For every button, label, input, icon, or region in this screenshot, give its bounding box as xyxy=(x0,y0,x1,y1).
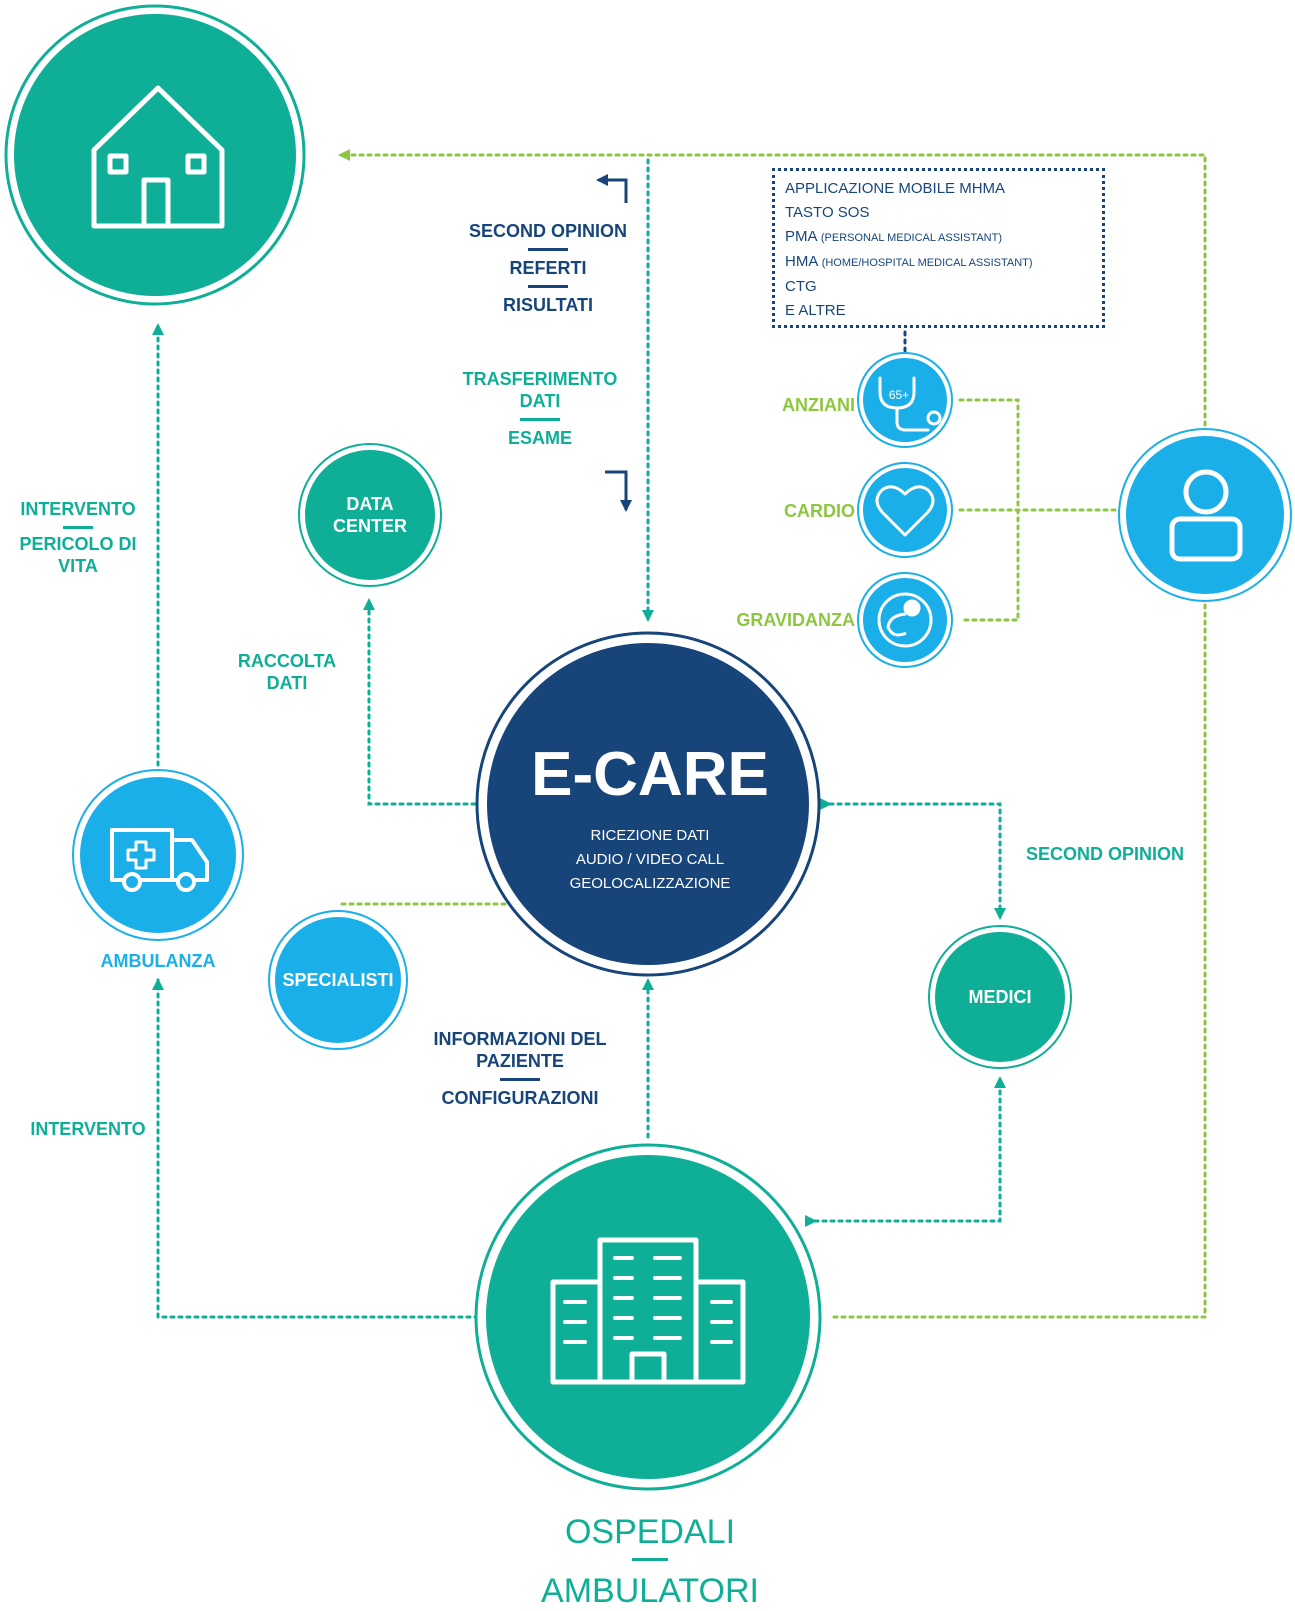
to-ecare-label: TRASFERIMENTO DATI ESAME xyxy=(462,369,618,448)
device-item: HMA (HOME/HOSPITAL MEDICAL ASSISTANT) xyxy=(785,253,1033,270)
connector-user-to-home xyxy=(338,149,1207,427)
cardio-label: CARDIO xyxy=(784,501,855,521)
heart-icon xyxy=(875,485,935,537)
hospital-title: OSPEDALI xyxy=(564,1513,736,1551)
device-item: CTG xyxy=(785,278,817,295)
device-item: APPLICAZIONE MOBILE MHMA xyxy=(785,180,1006,197)
device-item: TASTO SOS xyxy=(785,204,870,221)
data-center-label-line2: CENTER xyxy=(332,516,407,536)
stethoscope-icon xyxy=(878,376,942,432)
anziani-node[interactable]: 65+ xyxy=(857,352,953,448)
gravidanza-label: GRAVIDANZA xyxy=(736,610,855,630)
hospital-to-ecare-label: INFORMAZIONI DEL PAZIENTE CONFIGURAZIONI xyxy=(433,1029,607,1108)
specialisti-node[interactable] xyxy=(268,910,408,1050)
connector-ecare-to-datacenter xyxy=(363,598,477,806)
hospital-to-ambulance-label: INTERVENTO xyxy=(30,1119,146,1139)
home-feed-label: SECOND OPINION REFERTI RISULTATI xyxy=(468,221,628,315)
medici-node[interactable] xyxy=(928,925,1072,1069)
person-icon xyxy=(1169,469,1243,562)
hospital-building-icon xyxy=(550,1237,746,1385)
return-arrow xyxy=(596,174,628,203)
device-item: PMA (PERSONAL MEDICAL ASSISTANT) xyxy=(785,228,1002,245)
ecare-title: E-CARE xyxy=(531,740,769,809)
device-item: E ALTRE xyxy=(785,302,846,319)
data-center-node[interactable] xyxy=(298,443,442,587)
connector-user-to-hospital xyxy=(828,603,1207,1319)
device-list-box: APPLICAZIONE MOBILE MHMA TASTO SOS PMA (… xyxy=(772,168,1105,328)
connector-hospital-to-ambulance xyxy=(152,978,480,1319)
ambulance-node[interactable] xyxy=(72,769,244,941)
connector-hospital-medici xyxy=(805,1076,1006,1227)
ecare-feature: RICEZIONE DATI xyxy=(590,827,710,844)
ambulance-to-home-label: INTERVENTO PERICOLO DI VITA xyxy=(19,499,137,576)
house-icon xyxy=(91,85,225,229)
specialisti-label: SPECIALISTI xyxy=(282,970,394,990)
hospital-node[interactable] xyxy=(474,1143,822,1491)
hospital-subtitle: AMBULATORI xyxy=(541,1572,759,1610)
ecare-feature: GEOLOCALIZZAZIONE xyxy=(569,875,731,892)
medici-label: MEDICI xyxy=(968,987,1032,1007)
data-center-label-line1: DATA xyxy=(346,494,394,514)
cardio-node[interactable] xyxy=(857,462,953,558)
device-item-detail: (PERSONAL MEDICAL ASSISTANT) xyxy=(820,232,1002,244)
connector-ecare-medici xyxy=(820,798,1006,920)
ambulanza-label: AMBULANZA xyxy=(100,951,216,971)
gravidanza-node[interactable] xyxy=(857,572,953,668)
home-node[interactable] xyxy=(4,4,306,306)
fetus-icon xyxy=(877,592,933,648)
hospital-caption: OSPEDALI AMBULATORI xyxy=(480,1512,820,1611)
ecare-node[interactable] xyxy=(475,631,821,977)
send-arrow xyxy=(605,470,632,512)
ambulance-icon xyxy=(110,828,209,892)
ecare-feature: AUDIO / VIDEO CALL xyxy=(575,851,725,868)
anziani-label: ANZIANI xyxy=(782,395,855,415)
user-node[interactable] xyxy=(1118,428,1292,602)
elderly-badge: 65+ xyxy=(889,388,909,402)
medici-link-label: SECOND OPINION xyxy=(1025,844,1185,864)
ecare-features: RICEZIONE DATI AUDIO / VIDEO CALL GEOLOC… xyxy=(490,824,810,896)
device-item-detail: (HOME/HOSPITAL MEDICAL ASSISTANT) xyxy=(821,257,1033,269)
to-data-center-label: RACCOLTA DATI xyxy=(237,651,337,693)
